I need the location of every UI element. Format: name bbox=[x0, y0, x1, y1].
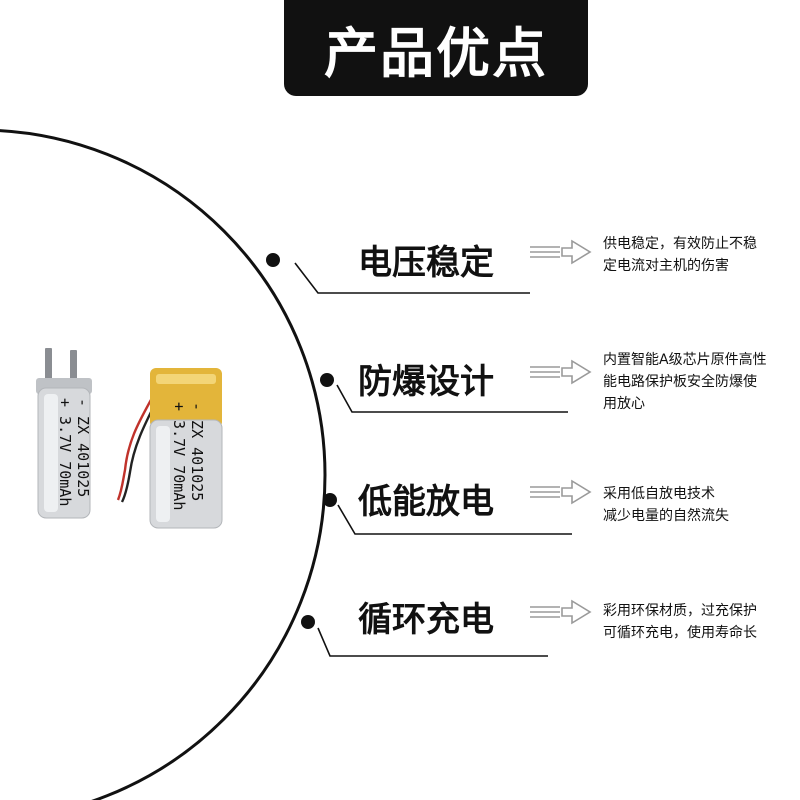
feature-desc-line: 内置智能A级芯片原件高性 bbox=[603, 352, 767, 368]
feature-desc-line: 采用低自放电技术 bbox=[603, 486, 715, 502]
feature-desc-line: 定电流对主机的伤害 bbox=[603, 258, 729, 274]
feature-desc-line: 彩用环保材质，过充保护 bbox=[603, 603, 757, 619]
connector-line bbox=[294, 262, 530, 294]
connector-line bbox=[317, 627, 548, 657]
feature-desc-line: 供电稳定，有效防止不稳 bbox=[603, 236, 757, 252]
connector-dot bbox=[301, 615, 315, 629]
battery-right-label-1: - ZX 401025 bbox=[188, 402, 206, 501]
battery-left-label-1: - ZX 401025 bbox=[74, 398, 92, 497]
connector-dot bbox=[266, 253, 280, 267]
connector-dot bbox=[320, 373, 334, 387]
feature-desc-explosion-proof: 内置智能A级芯片原件高性 能电路保护板安全防爆使 用放心 bbox=[603, 349, 767, 415]
connector-line bbox=[336, 384, 568, 413]
feature-desc-voltage-stable: 供电稳定，有效防止不稳 定电流对主机的伤害 bbox=[603, 233, 757, 277]
feature-desc-line: 能电路保护板安全防爆使 bbox=[603, 374, 757, 390]
feature-title-low-discharge: 低能放电 bbox=[358, 482, 494, 522]
battery-right-icon bbox=[116, 368, 223, 529]
arrow-icon bbox=[530, 479, 592, 505]
connector-line bbox=[337, 504, 572, 535]
feature-desc-line: 用放心 bbox=[603, 396, 645, 412]
connector-1 bbox=[266, 253, 530, 294]
arrow-icon bbox=[530, 239, 592, 265]
feature-title-voltage-stable: 电压稳定 bbox=[358, 243, 494, 283]
arrow-icons bbox=[530, 239, 592, 625]
outline-circle bbox=[0, 129, 327, 800]
feature-desc-line: 可循环充电，使用寿命长 bbox=[603, 625, 757, 641]
feature-title-cyclic-charging: 循环充电 bbox=[358, 600, 494, 640]
feature-desc-line: 减少电量的自然流失 bbox=[603, 508, 729, 524]
feature-desc-low-discharge: 采用低自放电技术 减少电量的自然流失 bbox=[603, 483, 729, 527]
title-banner: 产品优点 bbox=[284, 0, 588, 96]
connector-3 bbox=[323, 493, 572, 535]
feature-title-explosion-proof: 防爆设计 bbox=[358, 362, 494, 402]
connector-4 bbox=[301, 615, 548, 657]
battery-left-icon bbox=[36, 348, 92, 519]
battery-right-label-2: + 3.7V 70mAh bbox=[170, 402, 188, 510]
connector-dot bbox=[323, 493, 337, 507]
arrow-icon bbox=[530, 359, 592, 385]
connector-2 bbox=[320, 373, 568, 413]
feature-desc-cyclic-charging: 彩用环保材质，过充保护 可循环充电，使用寿命长 bbox=[603, 600, 757, 644]
battery-left-label-2: + 3.7V 70mAh bbox=[56, 398, 74, 506]
arrow-icon bbox=[530, 599, 592, 625]
page-title: 产品优点 bbox=[324, 21, 548, 85]
